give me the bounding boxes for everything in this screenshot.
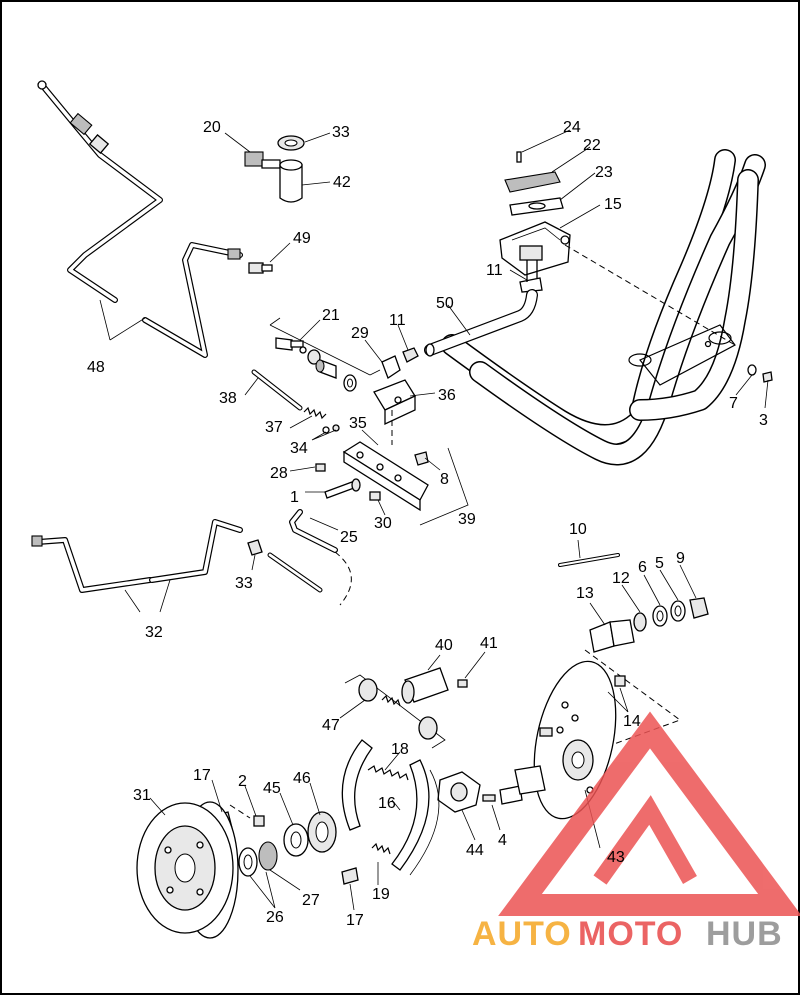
callout-43: 43 (607, 849, 625, 866)
wheel-cylinder-40-47 (344, 667, 468, 749)
watermark-text-auto: AUTO (472, 915, 572, 953)
callout-16: 16 (378, 795, 396, 812)
callout-33-mid: 33 (235, 575, 253, 592)
callout-11-mid: 11 (389, 312, 406, 329)
callout-36: 36 (438, 387, 456, 404)
screw-2 (253, 815, 265, 827)
callout-47: 47 (322, 717, 340, 734)
callout-39: 39 (458, 511, 476, 528)
bolt-49 (248, 262, 273, 274)
callout-17-bottom: 17 (346, 912, 364, 929)
callout-21: 21 (322, 307, 340, 324)
callout-25: 25 (340, 529, 358, 546)
callout-45: 45 (263, 780, 281, 797)
callout-15: 15 (604, 196, 622, 213)
callout-40: 40 (435, 637, 453, 654)
clip-4 (482, 765, 546, 805)
fitting-33-b (247, 539, 323, 593)
callout-26: 26 (266, 909, 284, 926)
rod-38 (251, 369, 303, 411)
axle-parts-10-13 (558, 553, 709, 761)
callout-18: 18 (391, 741, 409, 758)
callout-49: 49 (293, 230, 311, 247)
callout-32: 32 (145, 624, 163, 641)
callout-50: 50 (436, 295, 454, 312)
callout-8: 8 (440, 471, 449, 488)
watermark-logo: AUTO MOTO HUB (472, 711, 800, 953)
callout-29: 29 (351, 325, 369, 342)
leader-lines (99, 129, 769, 911)
callout-10: 10 (569, 521, 587, 538)
brake-line-32 (31, 519, 243, 593)
callout-33-top: 33 (332, 124, 350, 141)
master-cylinder-15 (499, 151, 736, 346)
watermark-text-moto: MOTO (578, 915, 683, 953)
callout-7: 7 (729, 395, 738, 412)
nut-11-b (402, 347, 419, 363)
callout-1: 1 (290, 489, 299, 506)
nuts-34 (322, 424, 340, 434)
callout-46: 46 (293, 770, 311, 787)
callout-11-top: 11 (486, 262, 503, 279)
group-21 (269, 317, 381, 392)
brake-drum-31 (136, 801, 251, 939)
bolt-1 (324, 478, 361, 499)
callout-24: 24 (563, 119, 581, 136)
callout-34: 34 (290, 440, 308, 457)
callout-4: 4 (498, 832, 507, 849)
hardware-3-7 (747, 364, 773, 383)
callout-28: 28 (270, 465, 288, 482)
callout-2: 2 (238, 773, 247, 790)
part-30 (369, 491, 381, 501)
callout-5: 5 (655, 555, 664, 572)
bearings-45-46-27-26 (238, 811, 337, 877)
backing-plate-43 (533, 660, 617, 820)
callout-13: 13 (576, 585, 594, 602)
callout-3: 3 (759, 412, 768, 429)
callout-41: 41 (480, 635, 498, 652)
brake-shoes-16 (341, 739, 440, 876)
callout-27: 27 (302, 892, 320, 909)
callout-6: 6 (638, 559, 647, 576)
callout-labels: 20 33 42 49 48 24 22 23 15 11 50 21 29 1… (87, 119, 768, 929)
hose-50 (424, 289, 538, 357)
callout-42: 42 (333, 174, 351, 191)
callout-9: 9 (676, 550, 685, 567)
callout-20: 20 (203, 119, 221, 136)
bracket-35-39 (342, 441, 469, 526)
callout-19: 19 (372, 886, 390, 903)
handlebar-frame (441, 149, 766, 466)
nut-44 (437, 771, 481, 813)
callout-38: 38 (219, 390, 237, 407)
callout-30: 30 (374, 515, 392, 532)
cable-25 (289, 509, 352, 606)
callout-23: 23 (595, 164, 613, 181)
callout-22: 22 (583, 137, 601, 154)
fitting-20-42-33 (244, 135, 305, 203)
callout-14: 14 (623, 713, 641, 730)
brake-line-48 (37, 80, 243, 358)
watermark-text-hub: HUB (706, 915, 783, 953)
callout-12: 12 (612, 570, 630, 587)
screw-28 (315, 463, 326, 472)
callout-31: 31 (133, 787, 151, 804)
callout-35: 35 (349, 415, 367, 432)
callout-17-top: 17 (193, 767, 211, 784)
callout-48: 48 (87, 359, 105, 376)
spring-37 (303, 406, 327, 420)
callout-44: 44 (466, 842, 484, 859)
fitting-29-block-36 (373, 355, 416, 445)
callout-37: 37 (265, 419, 283, 436)
